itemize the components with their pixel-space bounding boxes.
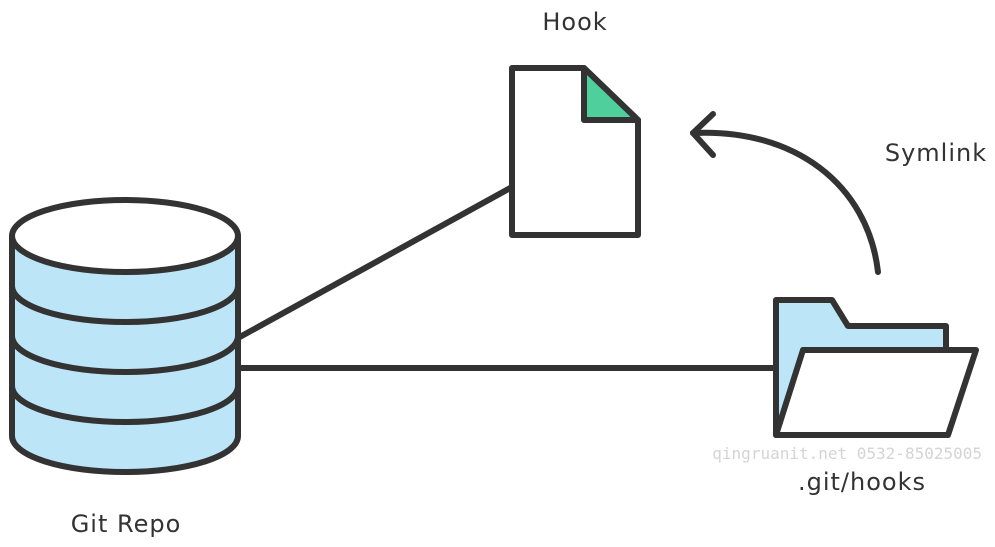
- git-hooks-label: .git/hooks: [798, 468, 926, 496]
- connector-repo-to-hook: [235, 184, 515, 341]
- watermark-text: qingruanit.net 0532-85025005: [712, 444, 982, 463]
- database-icon: [9, 197, 241, 475]
- file-icon: [509, 65, 641, 238]
- hook-label: Hook: [542, 8, 607, 36]
- folder-icon: [773, 297, 979, 438]
- symlink-label: Symlink: [885, 139, 987, 167]
- git-repo-label: Git Repo: [71, 510, 182, 538]
- curved-arrow-icon: [690, 111, 881, 275]
- file-corner-fold: [581, 65, 641, 123]
